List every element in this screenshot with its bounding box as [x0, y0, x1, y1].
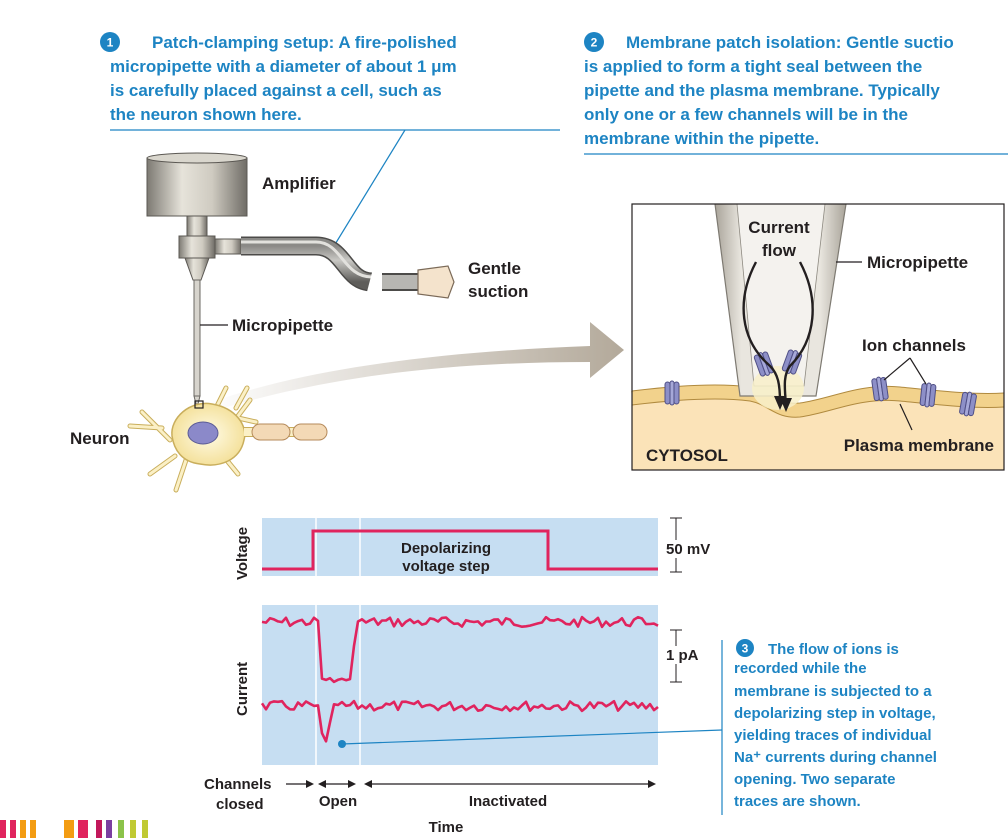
plasma-membrane-label: Plasma membrane [844, 436, 994, 455]
step3-line-5: yielding traces of individual [734, 727, 932, 744]
step3-line-1: The flow of ions is [768, 641, 899, 658]
micropipette [193, 279, 201, 405]
gentle-suction-label-1: Gentle [468, 259, 521, 278]
step2-line-3: pipette and the plasma membrane. Typical… [584, 81, 940, 100]
current-axis-label: Current [234, 662, 251, 716]
suction-tube [241, 236, 455, 299]
ion-channel-1 [664, 380, 680, 406]
step2-line-1: Membrane patch isolation: Gentle suctio [626, 33, 954, 52]
neuron [127, 385, 328, 493]
ion-channel-3 [919, 381, 937, 409]
neuron-nucleus [187, 421, 219, 445]
open-arrow [318, 780, 356, 788]
step2-number: 2 [591, 36, 598, 50]
holder-side-port [214, 238, 242, 255]
step3-line-6: Na⁺ currents during channel [734, 749, 937, 766]
current-flow-label-2: flow [762, 241, 797, 260]
current-panel [262, 605, 658, 765]
depolarizing-label-1: Depolarizing [401, 540, 491, 557]
cytosol-label: CYTOSOL [646, 446, 728, 465]
step3-leader [341, 729, 723, 745]
ion-channels-label: Ion channels [862, 336, 966, 355]
step1-number-badge [100, 32, 120, 52]
inset-cytosol [632, 391, 1004, 470]
current-traces [260, 615, 659, 743]
inactivated-label: Inactivated [469, 793, 547, 810]
holder-cone [184, 257, 210, 281]
amplifier-label: Amplifier [262, 174, 336, 193]
ion-channel-2 [870, 375, 890, 403]
step1-line-4: the neuron shown here. [110, 105, 302, 124]
step2-line-4: only one or a few channels will be in th… [584, 105, 908, 124]
channels-closed-label-2: closed [216, 796, 264, 813]
gentle-suction-label-2: suction [468, 282, 528, 301]
step2-line-5: membrane within the pipette. [584, 129, 819, 148]
inset-micropipette-label: Micropipette [867, 253, 968, 272]
step3-line-3: membrane is subjected to a [734, 683, 932, 700]
caption-step2: 2 Membrane patch isolation: Gentle sucti… [584, 32, 1008, 155]
current-scale-label: 1 pA [666, 647, 699, 664]
caption-step3: 3 The flow of ions is recorded while the… [338, 639, 937, 815]
channels-closed-label-1: Channels [204, 776, 272, 793]
step1-line-1: Patch-clamping setup: A fire-polished [152, 33, 457, 52]
step3-number: 3 [742, 642, 749, 656]
inset-membrane [631, 384, 1005, 418]
current-flow-arrow-right [783, 261, 814, 405]
neuron-label: Neuron [70, 429, 130, 448]
voltage-axis-label: Voltage [234, 527, 251, 580]
closed-arrow [286, 780, 314, 788]
current-trace-2 [260, 699, 659, 743]
step3-line-8: traces are shown. [734, 793, 861, 810]
suction-bulb [417, 265, 455, 299]
step1-line-2: micropipette with a diameter of about 1 … [110, 57, 457, 76]
step2-number-badge [584, 32, 604, 52]
zoom-arrow [206, 322, 624, 412]
step3-line-7: opening. Two separate [734, 771, 895, 788]
step1-leader [333, 129, 406, 247]
voltage-panel [262, 518, 658, 576]
color-strip-decoration [0, 820, 148, 838]
current-flow-label-1: Current [748, 218, 810, 237]
caption-step1: 1 Patch-clamping setup: A fire-polished … [100, 32, 560, 250]
current-trace-1 [261, 615, 659, 684]
step3-line-4: depolarizing step in voltage, [734, 705, 936, 722]
step3-leader-dot [338, 740, 346, 748]
patch-marker [194, 400, 204, 409]
amplifier-top [146, 152, 248, 164]
step1-number: 1 [107, 36, 114, 50]
ion-channels-leader-1 [883, 357, 911, 381]
inactivated-arrow [364, 780, 656, 788]
step3-number-badge [736, 639, 754, 657]
amplifier-assembly [146, 152, 248, 281]
depolarizing-label-2: voltage step [402, 558, 490, 575]
ion-channels-leader-2 [909, 357, 927, 385]
step3-line-2: recorded while the [734, 660, 867, 677]
pipette-holder [178, 235, 216, 259]
amplifier-body [146, 157, 248, 217]
micropipette-label: Micropipette [232, 316, 333, 335]
amplifier-neck [186, 215, 208, 237]
open-label: Open [319, 793, 357, 810]
time-label: Time [429, 819, 464, 836]
voltage-trace [262, 529, 658, 571]
step1-line-3: is carefully placed against a cell, such… [110, 81, 442, 100]
membrane-inset [631, 203, 1005, 471]
voltage-scale-label: 50 mV [666, 541, 710, 558]
current-flow-arrow-left [742, 261, 782, 403]
plasma-membrane-leader [899, 403, 913, 431]
step2-line-2: is applied to form a tight seal between … [584, 57, 922, 76]
